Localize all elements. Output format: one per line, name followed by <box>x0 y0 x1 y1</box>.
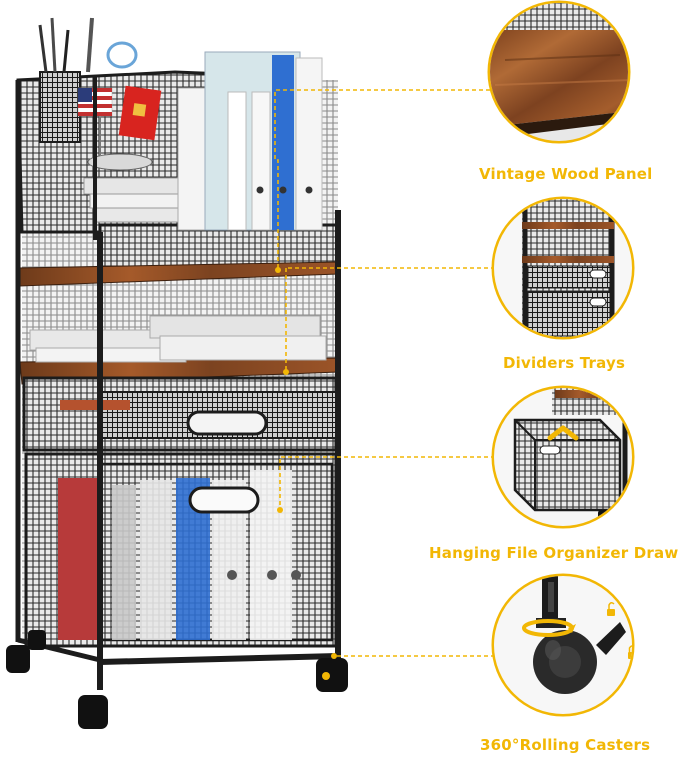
callout-label-casters: 360°Rolling Casters <box>480 736 651 754</box>
detail-file-drawer <box>491 385 635 529</box>
unlock-icon <box>607 601 615 616</box>
detail-divider-trays <box>491 196 635 340</box>
callout-label-divider-trays: Dividers Trays <box>503 354 626 372</box>
rolling-cart <box>6 17 348 729</box>
lock-icon <box>628 645 632 659</box>
rotate-arrow-icon <box>547 425 579 441</box>
callout-label-file-drawer: Hanging File Organizer Draw <box>429 544 679 562</box>
caster-wheel <box>6 630 348 729</box>
detail-casters <box>491 573 635 717</box>
callout-connectors <box>274 89 495 659</box>
callout-label-wood-panel: Vintage Wood Panel <box>479 165 653 183</box>
detail-wood-panel <box>487 0 631 144</box>
